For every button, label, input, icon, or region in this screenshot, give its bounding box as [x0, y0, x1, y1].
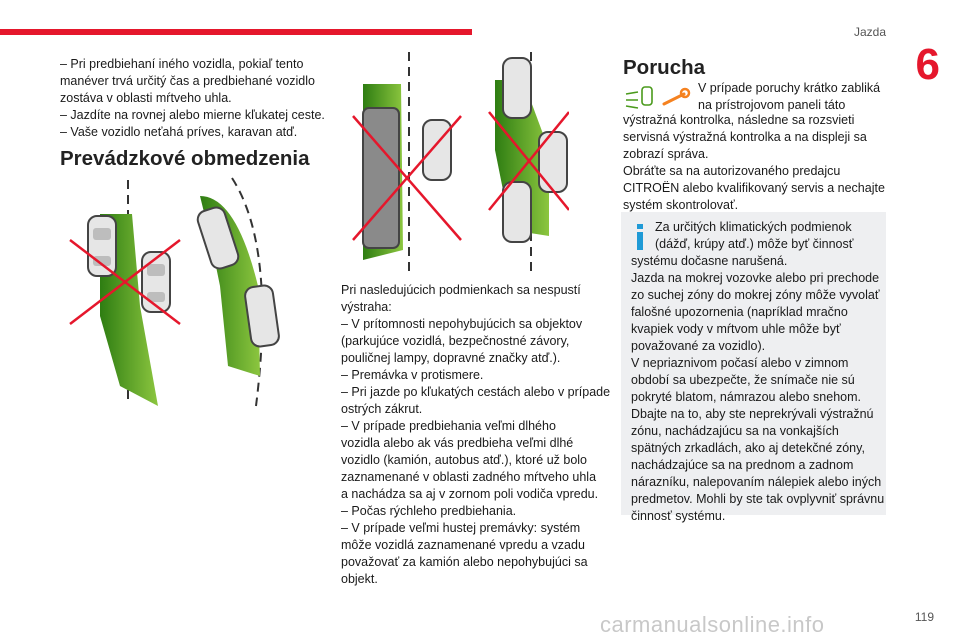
text-line: období sa ubezpečte, že snímače nie sú [631, 373, 855, 387]
info-box [621, 212, 886, 515]
car-icon [141, 251, 171, 313]
text-line: Dbajte na to, aby ste neprekrývali výstr… [631, 407, 874, 421]
lane-marking [231, 177, 264, 407]
text-line: Obráťte sa na autorizovaného predajcu [623, 164, 841, 178]
car-icon [538, 131, 568, 193]
service-wrench-icon [662, 87, 691, 106]
text-line: (parkujúce vozidlá, bezpečnostné závory, [341, 334, 570, 348]
text-line: zobrazí správa. [623, 147, 709, 161]
section-title: Jazda [853, 25, 886, 39]
text-line: výstraha: [341, 300, 392, 314]
watermark: carmanualsonline.info [600, 612, 825, 637]
text-line: vozidla alebo ak vás predbieha veľmi dlh… [341, 436, 574, 450]
text-line: – Počas rýchleho predbiehania. [341, 504, 517, 518]
text-line: – V prítomnosti nepohybujúcich sa objekt… [341, 317, 583, 331]
text-line: kvapiek vody v mŕtvom uhle môže byť [631, 322, 841, 336]
text-line: systém skontrolovať. [623, 198, 739, 212]
text-line: pokryté blatom, námrazou alebo snehom. [631, 390, 861, 404]
text-line: činnosť systému. [631, 509, 726, 523]
text-line: – V prípade predbiehania veľmi dlhého [341, 419, 556, 433]
list-item: – Jazdíte na rovnej alebo mierne kľukate… [60, 108, 325, 122]
left-bullet-list: – Pri predbiehaní iného vozidla, pokiaľ … [60, 56, 328, 141]
text-line: môže vozidlá zaznamenané vpredu a vzadu [341, 538, 585, 552]
fault-heading: Porucha [623, 56, 706, 79]
text-line: a nachádza sa aj v zornom poli vodiča vp… [341, 487, 599, 501]
text-line: objekt. [341, 572, 378, 586]
text-line: systému dočasne narušená. [631, 254, 788, 268]
blind-spot-warning-icon [625, 86, 653, 109]
cross-icon [352, 115, 462, 241]
text-line: servisná výstražná kontrolka a na disple… [623, 130, 867, 144]
text-line: predmetov. Mohli by ste tak ovplyvniť sp… [631, 492, 885, 506]
text-line: zo suchej zóny do mokrej zóny môže vyvol… [631, 288, 880, 302]
car-icon [502, 181, 532, 243]
fault-text: výstražná kontrolka, následne sa rozsvie… [623, 112, 885, 214]
text-line: zónu, nachádzajúcu sa na vonkajších [631, 424, 839, 438]
car-icon [87, 215, 117, 277]
text-line: ostrých zákrut. [341, 402, 423, 416]
text-line: výstražná kontrolka, následne sa rozsvie… [623, 113, 855, 127]
truck-icon [362, 107, 400, 249]
text-line: CITROËN alebo kvalifikovaný servis a nec… [623, 181, 885, 195]
limits-heading: Prevádzkové obmedzenia [60, 147, 310, 170]
text-line: Pri nasledujúcich podmienkach sa nespust… [341, 283, 581, 297]
info-text: Za určitých klimatických podmienok (dážď… [631, 219, 885, 525]
illustration-long-vehicle [352, 52, 569, 276]
car-icon [422, 119, 452, 181]
text-line: nachádzajúce sa na prednom a zadnom [631, 458, 854, 472]
text-line: na prístrojovom paneli táto [698, 98, 846, 112]
text-line: Za určitých klimatických podmienok [655, 220, 852, 234]
text-line: považovať za kamión alebo nepohybujúci s… [341, 555, 588, 569]
cross-icon [488, 111, 569, 211]
info-icon [637, 224, 643, 250]
cross-icon [69, 239, 181, 325]
illustration-curve-lanes [69, 177, 280, 407]
text-line: považované za vozidlo). [631, 339, 766, 353]
list-item: – Vaše vozidlo neťahá príves, karavan at… [60, 125, 298, 139]
fault-intro: V prípade poruchy krátko zabliká na prís… [698, 80, 880, 114]
fault-warning-icons [625, 86, 691, 109]
text-line: falošné upozornenia (napríklad mračno [631, 305, 848, 319]
car-icon [502, 57, 532, 119]
text-line: pouličnej lampy, dopravné značky atď.). [341, 351, 561, 365]
text-line: zaznamenané v oblasti zadného mŕtveho uh… [341, 470, 597, 484]
car-icon [196, 206, 240, 270]
text-line: – Pri jazde po kľukatých cestách alebo v… [341, 385, 611, 399]
text-line: vozidlo (kamión, autobus atď.), ktoré už… [341, 453, 588, 467]
list-item: zostáva v oblasti mŕtveho uhla. [60, 91, 232, 105]
header-accent-bar [0, 29, 472, 35]
text-line: (dážď, krúpy atď.) môže byť činnosť [655, 237, 854, 251]
text-line: V prípade poruchy krátko zabliká [698, 81, 881, 95]
limitations-text: Pri nasledujúcich podmienkach sa nespust… [341, 282, 611, 588]
chapter-number: 6 [915, 40, 940, 89]
text-line: spätných zrkadlách, ako aj detekčné zóny… [631, 441, 865, 455]
text-line: Jazda na mokrej vozovke alebo pri precho… [631, 271, 880, 285]
list-item: manéver trvá určitý čas a predbiehané vo… [60, 74, 315, 88]
page-number: 119 [914, 610, 934, 624]
list-item: – Pri predbiehaní iného vozidla, pokiaľ … [60, 57, 304, 71]
text-line: V nepriaznivom počasí alebo v zimnom [631, 356, 849, 370]
text-line: – V prípade veľmi hustej premávky: systé… [341, 521, 581, 535]
text-line: nárazníku, nalepovaním nálepiek alebo in… [631, 475, 882, 489]
car-icon [244, 284, 280, 348]
text-line: – Premávka v protismere. [341, 368, 484, 382]
